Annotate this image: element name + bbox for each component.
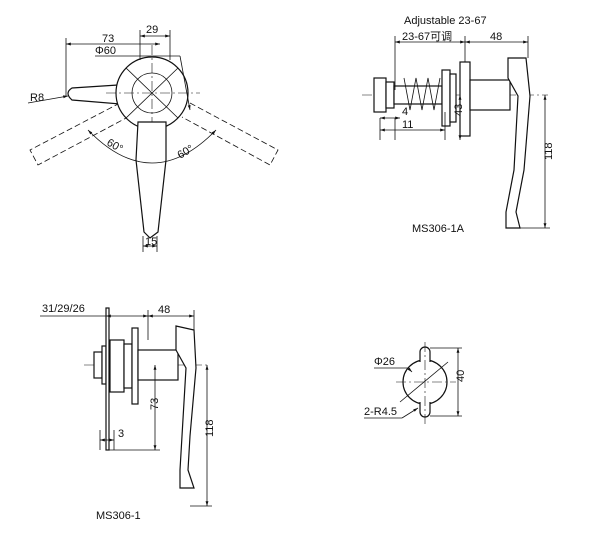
side-view-1a: Adjustable 23-67 23-67可调 48 4 11 43 118 … xyxy=(362,15,555,235)
model-1a-label: MS306-1A xyxy=(412,223,465,235)
handle-swing-left-dashed xyxy=(29,102,129,166)
dim-diameter-label: Φ26 xyxy=(374,356,395,368)
angle-left-label: 60° xyxy=(104,137,124,156)
dim-height-label: 40 xyxy=(455,370,467,382)
handle-raised xyxy=(67,84,121,105)
nut xyxy=(93,351,103,379)
panel-plate xyxy=(105,307,110,451)
dim-3-label: 3 xyxy=(118,428,124,440)
handle-1a xyxy=(505,57,531,229)
dim-43-label: 43 xyxy=(453,104,465,116)
panel-cutout: Φ26 40 2-R4.5 xyxy=(364,342,467,424)
angle-arc xyxy=(87,129,217,164)
dim-length-label: 48 xyxy=(158,304,170,316)
dim-73-label: 73 xyxy=(149,398,161,410)
dim-handle-width-label: 15 xyxy=(145,236,157,248)
handle-1 xyxy=(175,325,197,489)
dim-length-label: 48 xyxy=(490,31,502,43)
adjust-range-label: 23-67可调 xyxy=(402,30,452,43)
nut xyxy=(373,77,387,113)
handle-swing-right-dashed xyxy=(181,102,279,166)
spring xyxy=(403,77,441,111)
adjustable-note: Adjustable 23-67 xyxy=(404,15,487,27)
dim-4-label: 4 xyxy=(402,106,408,118)
housing xyxy=(459,61,471,137)
dim-118-label: 118 xyxy=(204,419,216,437)
front-view: 73 29 Φ60 R8 60° 60° 15 xyxy=(27,24,279,252)
housing xyxy=(109,339,125,393)
dim-118-label: 118 xyxy=(543,142,555,160)
dim-radius-label: 2-R4.5 xyxy=(364,406,397,418)
dim-width-label: 73 xyxy=(102,33,114,45)
handle-down xyxy=(135,121,167,239)
panel-plate xyxy=(441,69,451,127)
angle-right-label: 60° xyxy=(175,143,195,162)
side-view-1: 31/29/26 48 73 3 118 MS306-1 xyxy=(40,303,216,522)
model-1-label: MS306-1 xyxy=(96,510,141,522)
dim-11-label: 11 xyxy=(402,119,413,131)
dim-grip-label: 31/29/26 xyxy=(42,303,85,315)
dim-hub-label: 29 xyxy=(146,24,158,36)
dim-radius-label: R8 xyxy=(30,92,44,104)
dim-diameter-label: Φ60 xyxy=(95,45,116,57)
